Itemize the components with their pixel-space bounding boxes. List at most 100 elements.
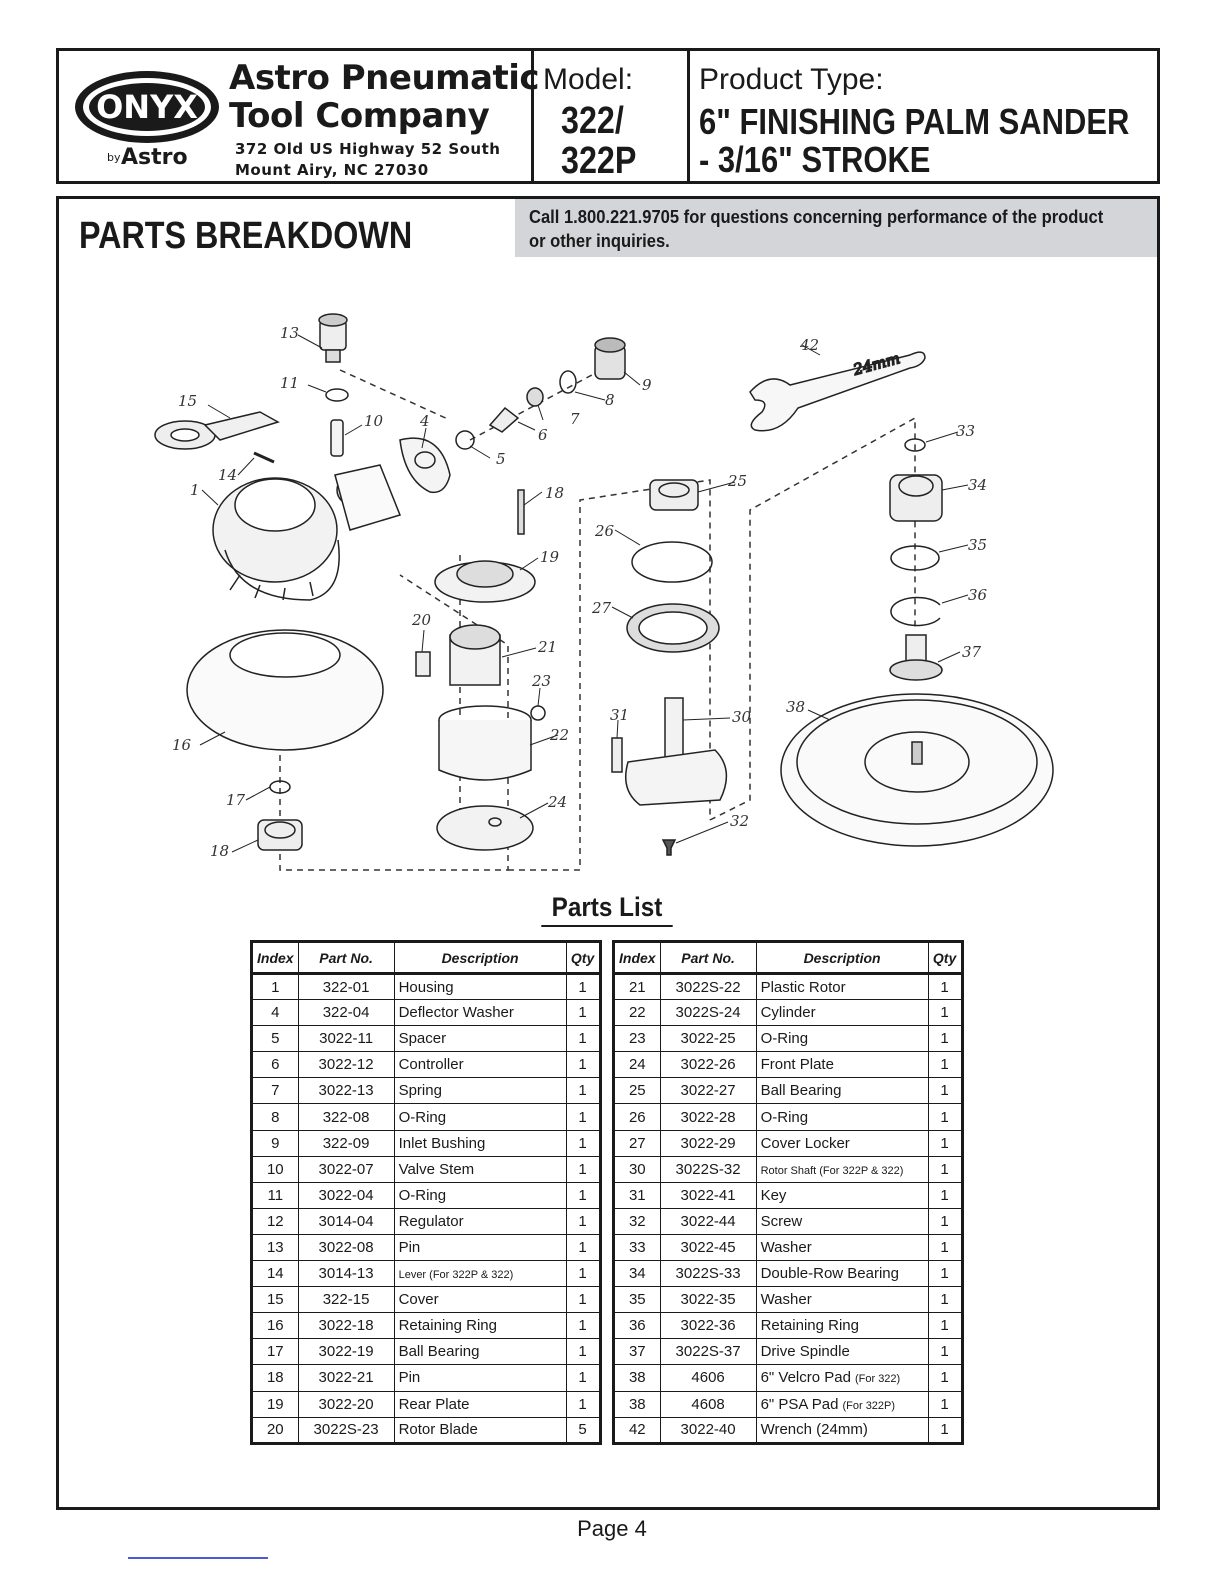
column-header-qty: Qty bbox=[927, 941, 963, 975]
callout-16: 17 bbox=[226, 791, 246, 809]
description-text: Cylinder bbox=[760, 1004, 816, 1022]
description-text: Retaining Ring bbox=[760, 1317, 859, 1335]
column-header-qty: Qty bbox=[565, 941, 601, 975]
cell-part-no: 3022-20 bbox=[297, 1390, 395, 1418]
cell-description: Rotor Blade bbox=[393, 1416, 567, 1444]
cell-qty: 1 bbox=[565, 1051, 601, 1079]
front-plate bbox=[436, 805, 534, 851]
cell-part-no: 3022-36 bbox=[659, 1312, 757, 1340]
cell-qty: 1 bbox=[565, 1207, 601, 1235]
callout-35: 35 bbox=[968, 536, 987, 554]
cell-part-no: 3022-13 bbox=[297, 1077, 395, 1105]
callout-9: 9 bbox=[642, 376, 652, 394]
cell-description: 6" Velcro Pad(For 322) bbox=[755, 1364, 929, 1392]
callout-11: 11 bbox=[280, 374, 299, 392]
column-header-description: Description bbox=[393, 941, 567, 975]
cell-qty: 1 bbox=[565, 1181, 601, 1209]
description-text: Housing bbox=[398, 978, 454, 996]
cell-qty: 1 bbox=[927, 1416, 963, 1444]
cell-description: O-Ring bbox=[755, 1025, 929, 1053]
cell-index: 11 bbox=[251, 1181, 299, 1209]
description-text: Rotor Shaft (For 322P & 322) bbox=[760, 1164, 904, 1177]
description-text: Washer bbox=[760, 1291, 812, 1309]
cell-qty: 1 bbox=[927, 999, 963, 1027]
cell-qty: 1 bbox=[927, 1364, 963, 1392]
callout-15: 16 bbox=[172, 736, 192, 754]
callout-labels: 13 11 10 15 14 1 4 5 6 7 8 9 42 18 19 20… bbox=[172, 324, 988, 860]
plastic-rotor bbox=[449, 624, 501, 686]
description-text: O-Ring bbox=[760, 1030, 809, 1048]
header-box: ONYX by Astro Astro Pneumatic Tool Compa… bbox=[56, 48, 1160, 184]
cell-part-no: 3022S-22 bbox=[659, 972, 757, 1001]
description-text: Valve Stem bbox=[398, 1160, 475, 1178]
callout-26: 26 bbox=[594, 522, 615, 540]
cell-qty: 1 bbox=[927, 1338, 963, 1366]
cell-qty: 1 bbox=[927, 1286, 963, 1314]
callout-17: 18 bbox=[210, 842, 229, 860]
address-line-2: Mount Airy, NC 27030 bbox=[235, 161, 429, 179]
cell-part-no: 322-09 bbox=[297, 1129, 395, 1157]
cell-qty: 1 bbox=[565, 1077, 601, 1105]
cell-index: 27 bbox=[613, 1129, 661, 1157]
column-header-index: Index bbox=[613, 941, 661, 975]
product-type-line-1: 6" FINISHING PALM SANDER bbox=[699, 101, 1130, 142]
product-type-line-2: - 3/16" STROKE bbox=[699, 139, 931, 180]
description-text: Lever (For 322P & 322) bbox=[398, 1269, 514, 1282]
cell-description: Regulator bbox=[393, 1207, 567, 1235]
ball-bearing-25 bbox=[649, 479, 699, 511]
cell-index: 21 bbox=[613, 972, 661, 1001]
cell-part-no: 3022-19 bbox=[297, 1338, 395, 1366]
description-text: Inlet Bushing bbox=[398, 1134, 486, 1152]
cell-part-no: 3022S-24 bbox=[659, 999, 757, 1027]
callout-23: 23 bbox=[531, 672, 551, 690]
table-header-row: Index Part No. Description Qty bbox=[613, 941, 963, 975]
retaining-ring-36 bbox=[890, 596, 941, 627]
description-text: Drive Spindle bbox=[760, 1343, 850, 1361]
description-text: Deflector Washer bbox=[398, 1004, 514, 1022]
cell-index: 9 bbox=[251, 1129, 299, 1157]
callout-1: 1 bbox=[190, 481, 200, 499]
model-line-2: 322P bbox=[561, 140, 637, 182]
cell-index: 24 bbox=[613, 1051, 661, 1079]
description-text: Cover bbox=[398, 1291, 439, 1309]
cell-index: 1 bbox=[251, 972, 299, 1001]
product-type: 6" FINISHING PALM SANDER - 3/16" STROKE bbox=[699, 103, 1129, 179]
cell-part-no: 3022-28 bbox=[659, 1103, 757, 1131]
cell-part-no: 3022S-23 bbox=[297, 1416, 395, 1444]
callout-8: 8 bbox=[605, 391, 615, 409]
cell-index: 20 bbox=[251, 1416, 299, 1444]
double-row-bearing bbox=[889, 474, 943, 522]
parts-list-title: Parts List bbox=[541, 892, 673, 927]
cell-description: Screw bbox=[755, 1207, 929, 1235]
cell-qty: 1 bbox=[927, 1207, 963, 1235]
column-header-description: Description bbox=[755, 941, 929, 975]
cell-description: Rotor Shaft (For 322P & 322) bbox=[755, 1155, 929, 1183]
cell-index: 16 bbox=[251, 1312, 299, 1340]
cell-qty: 1 bbox=[927, 1051, 963, 1079]
company-address: 372 Old US Highway 52 South Mount Airy, … bbox=[235, 139, 500, 181]
description-note: (For 322P) bbox=[842, 1399, 896, 1412]
callout-33: 33 bbox=[956, 422, 975, 440]
callout-36: 36 bbox=[968, 586, 988, 604]
cell-qty: 1 bbox=[565, 1338, 601, 1366]
cell-part-no: 3014-04 bbox=[297, 1207, 395, 1235]
cell-index: 6 bbox=[251, 1051, 299, 1079]
callout-19: 19 bbox=[540, 548, 560, 566]
cell-part-no: 3022-29 bbox=[659, 1129, 757, 1157]
rotor-shaft bbox=[625, 697, 728, 806]
o-ring-8 bbox=[559, 370, 577, 394]
